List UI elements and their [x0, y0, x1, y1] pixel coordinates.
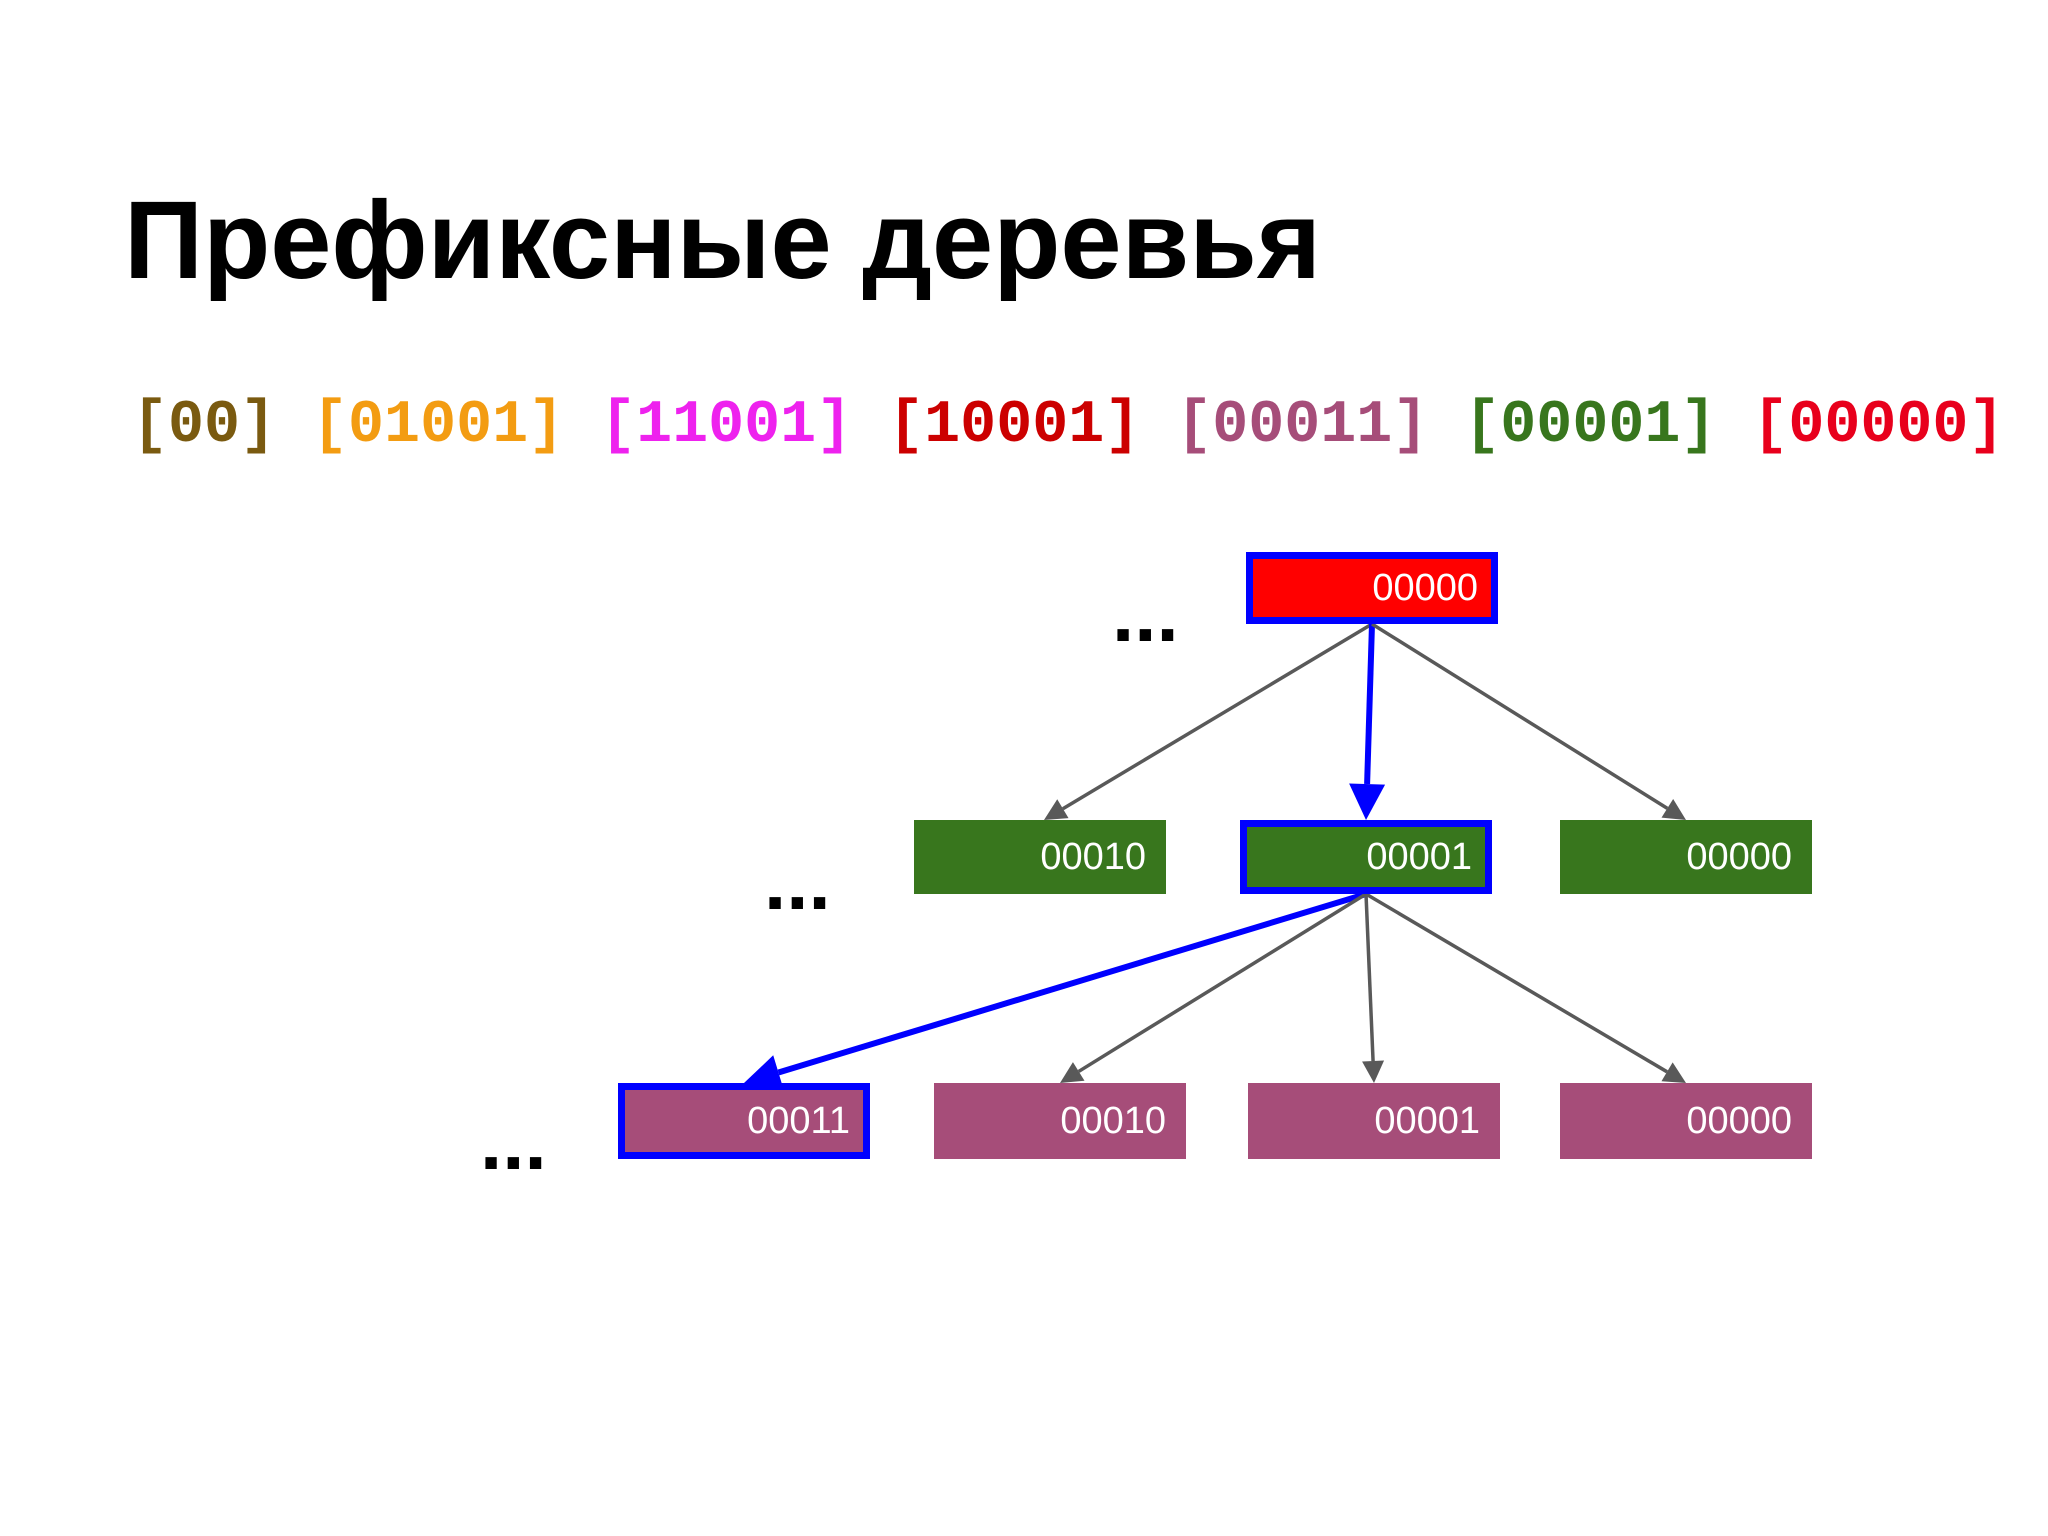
level2-ellipsis: ... — [480, 1097, 547, 1186]
edge-root-to-00010 — [1044, 622, 1373, 820]
tree-node-level2-00000: 00000 — [1560, 1083, 1812, 1159]
edge-00001-to-00000 — [1365, 892, 1686, 1083]
sequence-item-3: [10001] — [888, 392, 1141, 460]
edge-00001-to-00011-highlighted — [744, 891, 1367, 1090]
tree-node-level2-00010: 00010 — [934, 1083, 1186, 1159]
sequence-item-5: [00001] — [1464, 392, 1717, 460]
sequence-item-0: [00] — [132, 392, 277, 460]
root-level-ellipsis: ... — [1112, 569, 1179, 658]
edge-root-to-00000 — [1371, 622, 1686, 820]
tree-node-root-00000: 00000 — [1246, 552, 1498, 624]
sequence-item-2: [11001] — [600, 392, 853, 460]
tree-node-level1-00000: 00000 — [1560, 820, 1812, 894]
sequence-item-4: [00011] — [1176, 392, 1429, 460]
sequence-item-6: [00000] — [1752, 392, 2005, 460]
edge-00001-to-00001 — [1362, 893, 1385, 1083]
level1-ellipsis: ... — [764, 837, 831, 926]
edge-root-to-00001-highlighted — [1349, 623, 1386, 820]
prefix-sequence: [00] [01001] [11001] [10001] [00011] [00… — [132, 388, 2004, 464]
slide-title: Префиксные деревья — [124, 179, 1322, 302]
tree-node-level2-00001: 00001 — [1248, 1083, 1500, 1159]
edge-00001-to-00010 — [1060, 892, 1367, 1083]
tree-node-level2-00011: 00011 — [618, 1083, 870, 1159]
tree-node-level1-00001: 00001 — [1240, 820, 1492, 894]
sequence-item-1: [01001] — [312, 392, 565, 460]
tree-node-level1-00010: 00010 — [914, 820, 1166, 894]
